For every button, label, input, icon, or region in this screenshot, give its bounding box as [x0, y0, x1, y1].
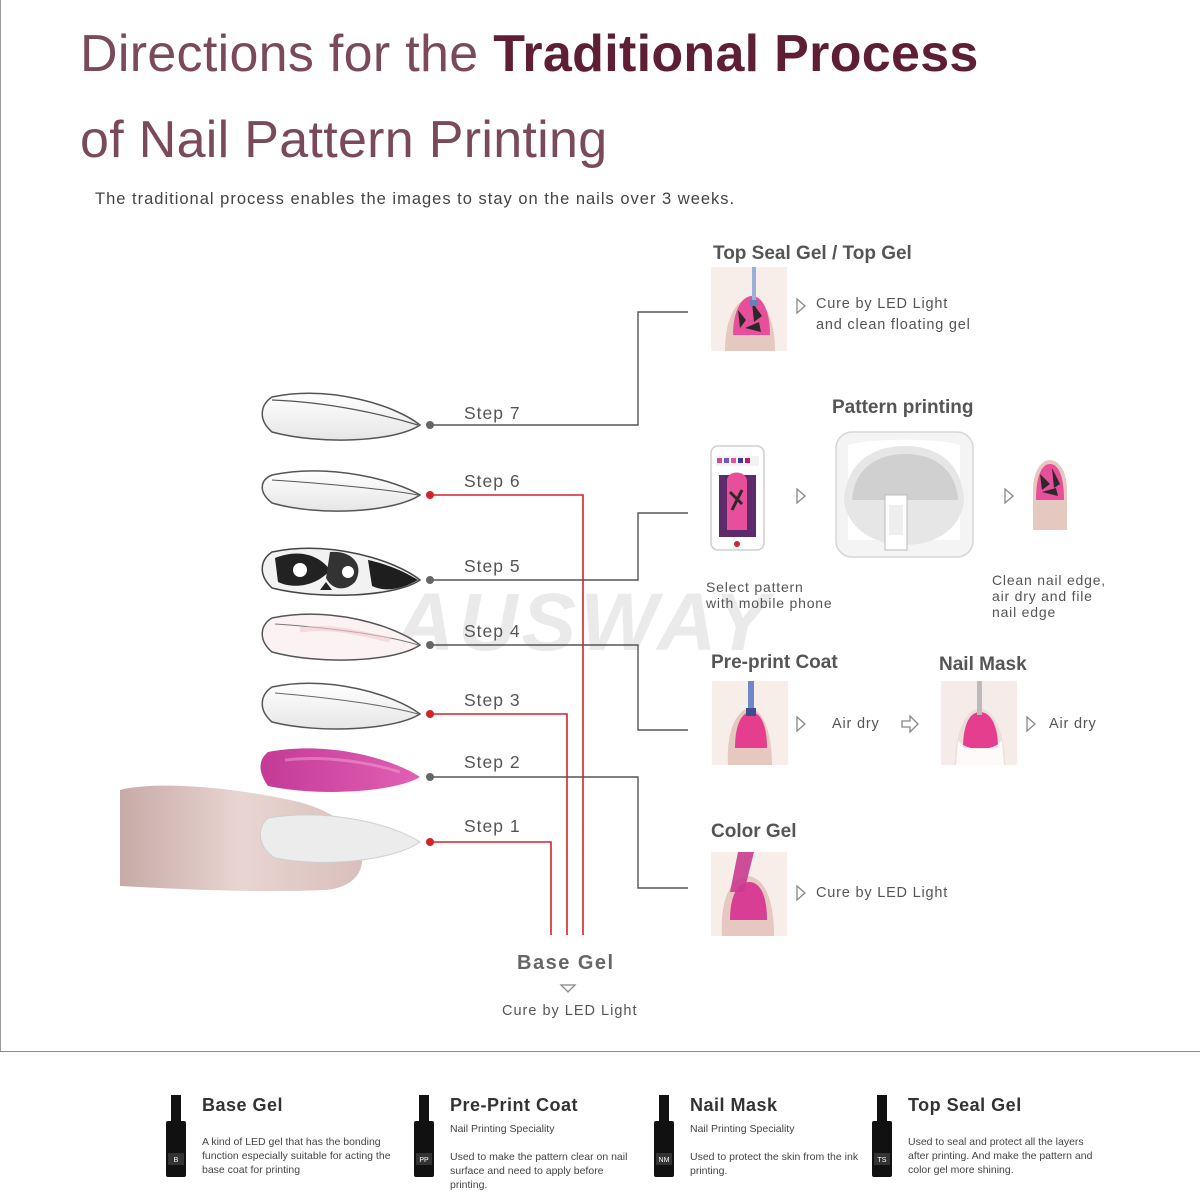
arrow-right-icon	[796, 297, 806, 315]
base-gel-title: Base Gel	[517, 952, 615, 974]
gray-dots	[426, 421, 434, 781]
preprint-note: Air dry	[832, 716, 880, 732]
clean-nail-line-2: air dry and file	[992, 588, 1093, 604]
arrow-right-icon	[796, 715, 806, 733]
arrow-right-icon	[796, 487, 806, 505]
step-5-label: Step 5	[464, 556, 521, 576]
bottle-icon: NM	[654, 1095, 674, 1177]
page-title-line-2: of Nail Pattern Printing	[80, 114, 607, 166]
title-bold-part: Traditional Process	[493, 25, 979, 83]
page-subtitle: The traditional process enables the imag…	[95, 190, 736, 208]
nail-layer-step-5	[261, 547, 422, 596]
step-6-label: Step 6	[464, 471, 521, 491]
color-gel-note: Cure by LED Light	[816, 885, 949, 901]
nail-layer-step-2	[260, 748, 420, 792]
top-seal-note-1: Cure by LED Light	[816, 296, 949, 312]
red-dots	[426, 491, 434, 846]
color-gel-thumbnail	[711, 852, 787, 936]
bottle-badge: B	[174, 1157, 179, 1164]
clean-nail-line-1: Clean nail edge,	[992, 572, 1106, 588]
select-pattern-line-1: Select pattern	[706, 579, 804, 595]
nail-layer-step-3	[261, 682, 422, 730]
hollow-arrow-icon	[901, 714, 919, 734]
arrow-right-icon	[796, 884, 806, 902]
bottle-icon: TS	[872, 1095, 892, 1177]
nail-layer-step-6	[261, 470, 422, 512]
product-name: Nail Mask	[690, 1095, 778, 1115]
bottle-icon: B	[166, 1095, 186, 1177]
product-name: Top Seal Gel	[908, 1095, 1022, 1115]
preprint-title: Pre-print Coat	[711, 652, 838, 673]
process-diagram: AUSWAY	[120, 267, 1067, 993]
nail-layer-step-1	[259, 814, 421, 863]
nail-mask-thumbnail	[941, 681, 1017, 765]
nail-layer-step-7	[261, 392, 422, 441]
arrow-right-icon	[1004, 487, 1014, 505]
watermark-text: AUSWAY	[393, 577, 775, 668]
step-3-label: Step 3	[464, 690, 521, 710]
nail-layer-step-4	[261, 613, 422, 661]
gray-connectors	[430, 311, 688, 889]
product-speciality: Nail Printing Speciality	[690, 1123, 795, 1135]
top-seal-note-2: and clean floating gel	[816, 317, 971, 333]
product-description: Used to protect the skin from the ink pr…	[690, 1151, 859, 1177]
product-name: Base Gel	[202, 1095, 284, 1115]
select-pattern-line-2: with mobile phone	[706, 595, 833, 611]
color-gel-title: Color Gel	[711, 821, 797, 842]
title-line-2-text: of Nail Pattern Printing	[80, 111, 608, 169]
nail-layers	[259, 392, 422, 863]
step-1-label: Step 1	[464, 816, 521, 836]
base-gel-note: Cure by LED Light	[502, 1003, 638, 1019]
left-border	[0, 0, 1, 1052]
clean-nail-line-3: nail edge	[992, 604, 1057, 620]
step-7-label: Step 7	[464, 403, 521, 423]
arrow-down-icon	[559, 984, 577, 993]
finger-shape	[120, 785, 363, 892]
printer-illustration	[835, 431, 974, 558]
product-description: Used to seal and protect all the layers …	[908, 1136, 1093, 1176]
nail-mask-title: Nail Mask	[939, 654, 1027, 675]
top-seal-thumbnail	[711, 267, 787, 351]
product-speciality: Nail Printing Speciality	[450, 1123, 555, 1135]
nail-mask-note: Air dry	[1049, 716, 1097, 732]
bottle-badge: TS	[878, 1157, 887, 1164]
step-2-label: Step 2	[464, 752, 521, 772]
top-seal-title: Top Seal Gel / Top Gel	[713, 243, 912, 264]
product-description: A kind of LED gel that has the bonding f…	[202, 1136, 391, 1176]
product-name: Pre-Print Coat	[450, 1095, 579, 1115]
bottle-icon: PP	[414, 1095, 434, 1177]
printed-nail-illustration	[1033, 460, 1067, 530]
arrow-right-icon	[1026, 715, 1036, 733]
page-title-line-1: Directions for the Traditional Process	[80, 28, 979, 80]
preprint-thumbnail	[712, 681, 788, 765]
title-light-part: Directions for the	[80, 25, 494, 83]
section-divider	[0, 1051, 1200, 1052]
red-connectors	[430, 494, 584, 935]
bottle-badge: PP	[419, 1157, 429, 1164]
product-description: Used to make the pattern clear on nail s…	[450, 1151, 628, 1191]
step-4-label: Step 4	[464, 621, 521, 641]
pattern-printing-title: Pattern printing	[832, 397, 974, 418]
arrow-glyphs	[559, 297, 1036, 993]
phone-illustration	[710, 445, 765, 551]
bottle-badge: NM	[659, 1157, 670, 1164]
